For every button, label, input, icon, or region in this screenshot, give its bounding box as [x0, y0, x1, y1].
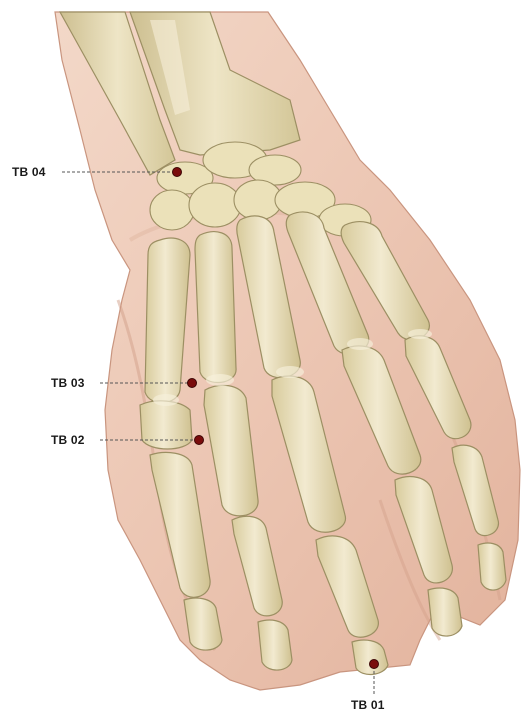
- proximal-phalanx-thumb: [140, 401, 192, 449]
- point-label-tb04: TB 04: [12, 165, 46, 179]
- joint-highlight: [206, 374, 234, 386]
- carpal-4: [150, 190, 194, 230]
- joint-highlight: [408, 329, 432, 339]
- metacarpal-index: [195, 232, 236, 383]
- point-label-tb03: TB 03: [51, 376, 85, 390]
- distal-phalanx-index: [258, 620, 292, 670]
- point-label-tb02: TB 02: [51, 433, 85, 447]
- joint-highlight: [276, 366, 304, 378]
- joint-highlight: [153, 394, 179, 406]
- joint-highlight: [347, 338, 373, 350]
- carpal-5: [189, 183, 241, 227]
- distal-phalanx-little: [478, 543, 506, 590]
- distal-phalanx-ring: [428, 588, 462, 636]
- marker-tb04: [173, 168, 182, 177]
- marker-tb03: [188, 379, 197, 388]
- marker-tb01: [370, 660, 379, 669]
- point-label-tb01: TB 01: [351, 698, 385, 712]
- marker-tb02: [195, 436, 204, 445]
